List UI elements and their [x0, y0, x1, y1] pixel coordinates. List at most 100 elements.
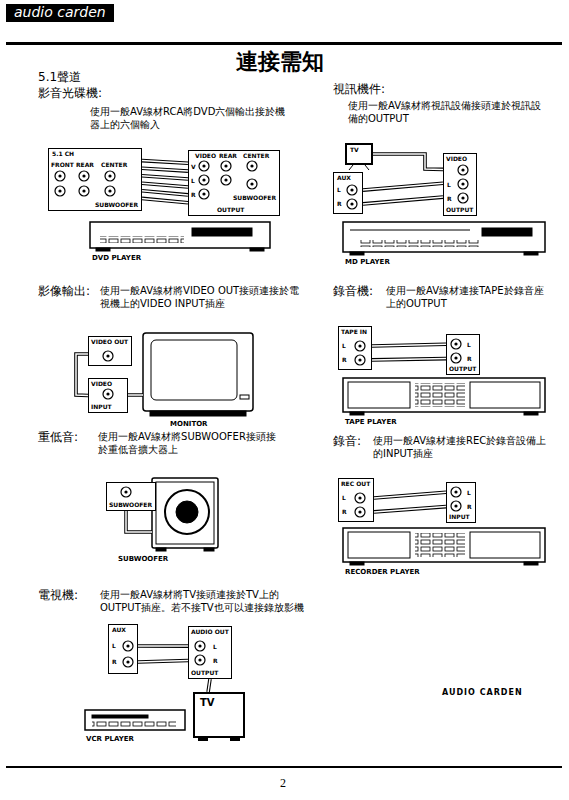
jack-label: L: [337, 187, 341, 194]
rca-jack: [55, 186, 65, 196]
cable-core: [142, 198, 188, 202]
drawing-stroke: [100, 236, 184, 243]
jack-label: L: [447, 182, 451, 189]
jack-label: R: [342, 509, 347, 516]
rca-jack: [123, 641, 133, 651]
jack-panel: LRINPUT: [446, 482, 476, 523]
rca-jack: [458, 179, 468, 189]
instruction-text: 使用一般AV線材將TV接頭連接於TV上的OUTPUT插座。若不接TV也可以連接錄…: [100, 589, 310, 614]
drawing-stroke: [150, 411, 246, 416]
jack-pin: [358, 358, 361, 361]
drawing-stroke: [126, 510, 152, 532]
rca-jack: [355, 493, 365, 503]
jack-label: L: [342, 343, 346, 350]
cable-outline: [142, 191, 188, 195]
cable-outline: [76, 354, 88, 396]
rca-jack: [199, 175, 209, 185]
cable-outline: [142, 161, 188, 164]
jack-pin: [108, 189, 111, 192]
jack-label: R: [213, 658, 218, 665]
cable-core: [142, 191, 188, 195]
jack-label: L: [213, 644, 217, 651]
drawing-stroke: [96, 248, 110, 251]
drawing-stroke: [6, 766, 562, 768]
jack-panel: VIDEOVLRREARCENTERSUBWOOFEROUTPUT: [188, 150, 280, 216]
jack-pin: [454, 490, 457, 493]
instruction-text: 使用一般AV線材RCA將DVD六個輸出接於機器上的六個輸入: [90, 106, 290, 131]
rca-jack: [105, 186, 115, 196]
jack-label: R: [467, 504, 472, 511]
jack-panel: AUDIO OUTLROUTPUT: [188, 626, 232, 679]
section-heading: 5.1聲道: [38, 70, 81, 85]
jack-panel: VIDEOINPUT: [88, 378, 128, 413]
drawing-stroke: [415, 383, 465, 407]
drawing-stroke: [143, 333, 253, 411]
av-cable: [373, 154, 443, 169]
device-name: RECORDER PLAYER: [345, 568, 420, 577]
instruction-text: 使用一般AV線材將VIDEO OUT接頭連接於電視機上的VIDEO INPUT插…: [100, 285, 305, 310]
cable-outline: [142, 198, 188, 202]
jack-pin: [350, 188, 353, 191]
jack-label: R: [447, 196, 452, 203]
jack-pin: [454, 504, 457, 507]
rca-jack: [451, 353, 461, 363]
drawing-stroke: [348, 382, 410, 408]
jack-label: SUBWOOFER: [95, 202, 138, 209]
drawing-stroke: [192, 228, 252, 236]
section-heading: 影像輸出:: [38, 284, 90, 299]
rca-jack: [247, 179, 257, 189]
drawing-stroke: [240, 395, 249, 399]
drawing-stroke: [92, 715, 148, 718]
jack-panel: AUXLR: [333, 172, 363, 214]
jack-label: SUBWOOFER: [109, 502, 152, 509]
jack-pin: [358, 344, 361, 347]
cable-outline: [208, 679, 210, 692]
cable-core: [142, 176, 188, 179]
device-name: TAPE PLAYER: [345, 418, 397, 427]
av-cable: [363, 197, 443, 204]
cable-outline: [138, 644, 188, 648]
jack-label: SUBWOOFER: [233, 195, 276, 202]
jack-pin: [350, 202, 353, 205]
drawing-stroke: [156, 482, 214, 544]
jack-panel: VIDEO OUT: [88, 336, 132, 366]
rca-jack: [79, 171, 89, 181]
av-cable: [142, 183, 188, 187]
jack-label: R: [467, 356, 472, 363]
rca-jack: [123, 657, 133, 667]
drawing-stroke: [350, 562, 364, 565]
cable-core: [374, 507, 446, 512]
drawing-stroke: [365, 165, 369, 170]
section-heading: 電視機:: [38, 588, 78, 603]
rca-jack: [355, 507, 365, 517]
jack-panel: LROUTPUT: [446, 334, 480, 375]
jack-pin: [106, 354, 109, 357]
device-name: DVD PLAYER: [92, 254, 141, 263]
jack-label: AUX: [112, 627, 126, 634]
rca-jack: [355, 355, 365, 365]
jack-pin: [461, 182, 464, 185]
jack-panel: VIDEOLROUTPUT: [443, 153, 477, 216]
rca-jack: [458, 165, 468, 175]
av-cable: [76, 354, 88, 396]
section-heading: 重低音:: [38, 430, 78, 445]
rca-jack: [347, 199, 357, 209]
jack-pin: [126, 644, 129, 647]
cable-core: [138, 645, 188, 647]
rca-jack: [221, 161, 231, 171]
av-cable: [142, 191, 188, 195]
drawing-stroke: [152, 478, 218, 548]
rca-jack: [195, 655, 205, 665]
jack-pin: [358, 496, 361, 499]
cable-core: [142, 183, 188, 187]
drawing-stroke: [126, 510, 152, 532]
cable-core: [372, 359, 446, 360]
tv-screen: TV: [345, 143, 373, 165]
jack-label: R: [337, 201, 342, 208]
rca-jack: [195, 641, 205, 651]
page-title: 連接需知: [236, 48, 324, 76]
av-cable: [208, 679, 210, 692]
instruction-text: 使用一般AV線材將SUBWOOFER接頭接於重低音擴大器上: [98, 431, 278, 456]
